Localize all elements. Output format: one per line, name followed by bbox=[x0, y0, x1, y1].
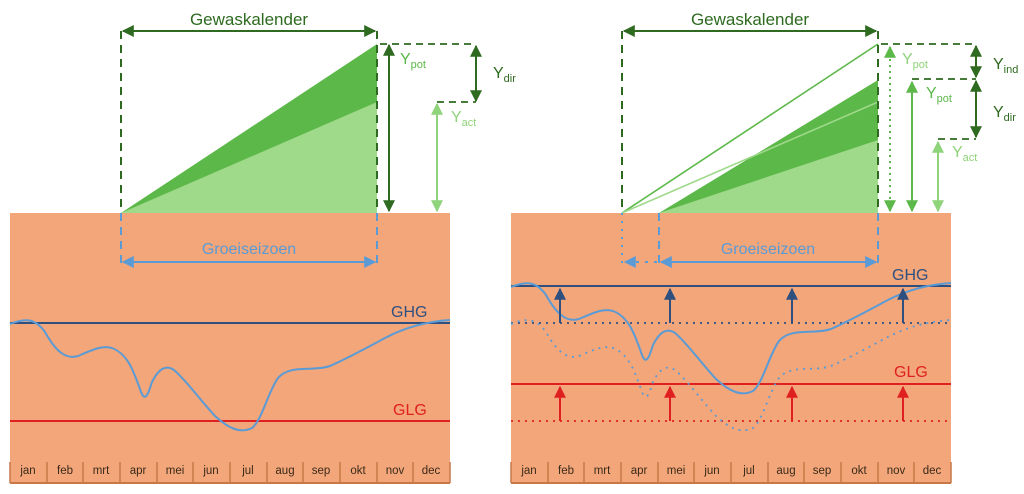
month-label: apr bbox=[631, 465, 648, 477]
groundwater-level-curve bbox=[9, 319, 451, 432]
month-label: feb bbox=[57, 465, 73, 477]
ypot-label: Ypot bbox=[400, 51, 426, 71]
month-label: aug bbox=[776, 465, 795, 477]
month-label: mei bbox=[667, 465, 686, 477]
month-label: jan bbox=[19, 465, 35, 477]
month-label: mrt bbox=[594, 465, 611, 477]
month-label: mei bbox=[166, 465, 185, 477]
month-label: okt bbox=[350, 465, 366, 477]
month-axis: jan feb mrt apr mei jun jul aug sep okt … bbox=[510, 462, 952, 484]
crop-actual-wedge bbox=[121, 102, 377, 213]
month-label: dec bbox=[422, 465, 441, 477]
groundwater-original-curve bbox=[510, 319, 952, 432]
month-label: jun bbox=[703, 465, 719, 477]
month-label: okt bbox=[851, 465, 867, 477]
crop-actual-wedge bbox=[659, 140, 878, 213]
month-label: jan bbox=[520, 465, 536, 477]
month-label: jul bbox=[241, 465, 254, 477]
glg-label: GLG bbox=[894, 364, 928, 381]
ypot-mid-label: Ypot bbox=[926, 85, 952, 105]
yact-label: Yact bbox=[952, 144, 977, 164]
ydir-label: Ydir bbox=[493, 65, 516, 85]
left-panel: jan feb mrt apr mei jun jul aug sep okt … bbox=[9, 10, 516, 484]
glg-label: GLG bbox=[393, 402, 427, 419]
right-panel: jan feb mrt apr mei jun jul aug sep okt … bbox=[510, 10, 1018, 484]
month-label: apr bbox=[130, 465, 147, 477]
ydir-label: Ydir bbox=[993, 104, 1016, 124]
growing-season-label: Groeiseizoen bbox=[202, 241, 296, 258]
ghg-label: GHG bbox=[892, 267, 928, 284]
crop-calendar-label: Gewaskalender bbox=[190, 10, 308, 29]
month-label: dec bbox=[923, 465, 942, 477]
potential-outline-line bbox=[621, 43, 879, 214]
month-label: nov bbox=[887, 465, 906, 477]
month-label: nov bbox=[386, 465, 405, 477]
month-label: aug bbox=[275, 465, 294, 477]
month-label: jul bbox=[742, 465, 755, 477]
ypot-top-label: Ypot bbox=[902, 51, 928, 71]
month-label: sep bbox=[813, 465, 832, 477]
potential-outline-line-2 bbox=[621, 101, 879, 214]
yact-label: Yact bbox=[451, 109, 476, 129]
month-label: jun bbox=[202, 465, 218, 477]
month-label: sep bbox=[312, 465, 331, 477]
month-axis: jan feb mrt apr mei jun jul aug sep okt … bbox=[9, 462, 451, 484]
groundwater-raised-curve bbox=[510, 282, 952, 395]
ghg-label: GHG bbox=[391, 304, 427, 321]
month-label: feb bbox=[558, 465, 574, 477]
crop-calendar-label: Gewaskalender bbox=[691, 10, 809, 29]
yind-label: Yind bbox=[993, 56, 1018, 76]
month-label: mrt bbox=[93, 465, 110, 477]
growing-season-label: Groeiseizoen bbox=[721, 241, 815, 258]
